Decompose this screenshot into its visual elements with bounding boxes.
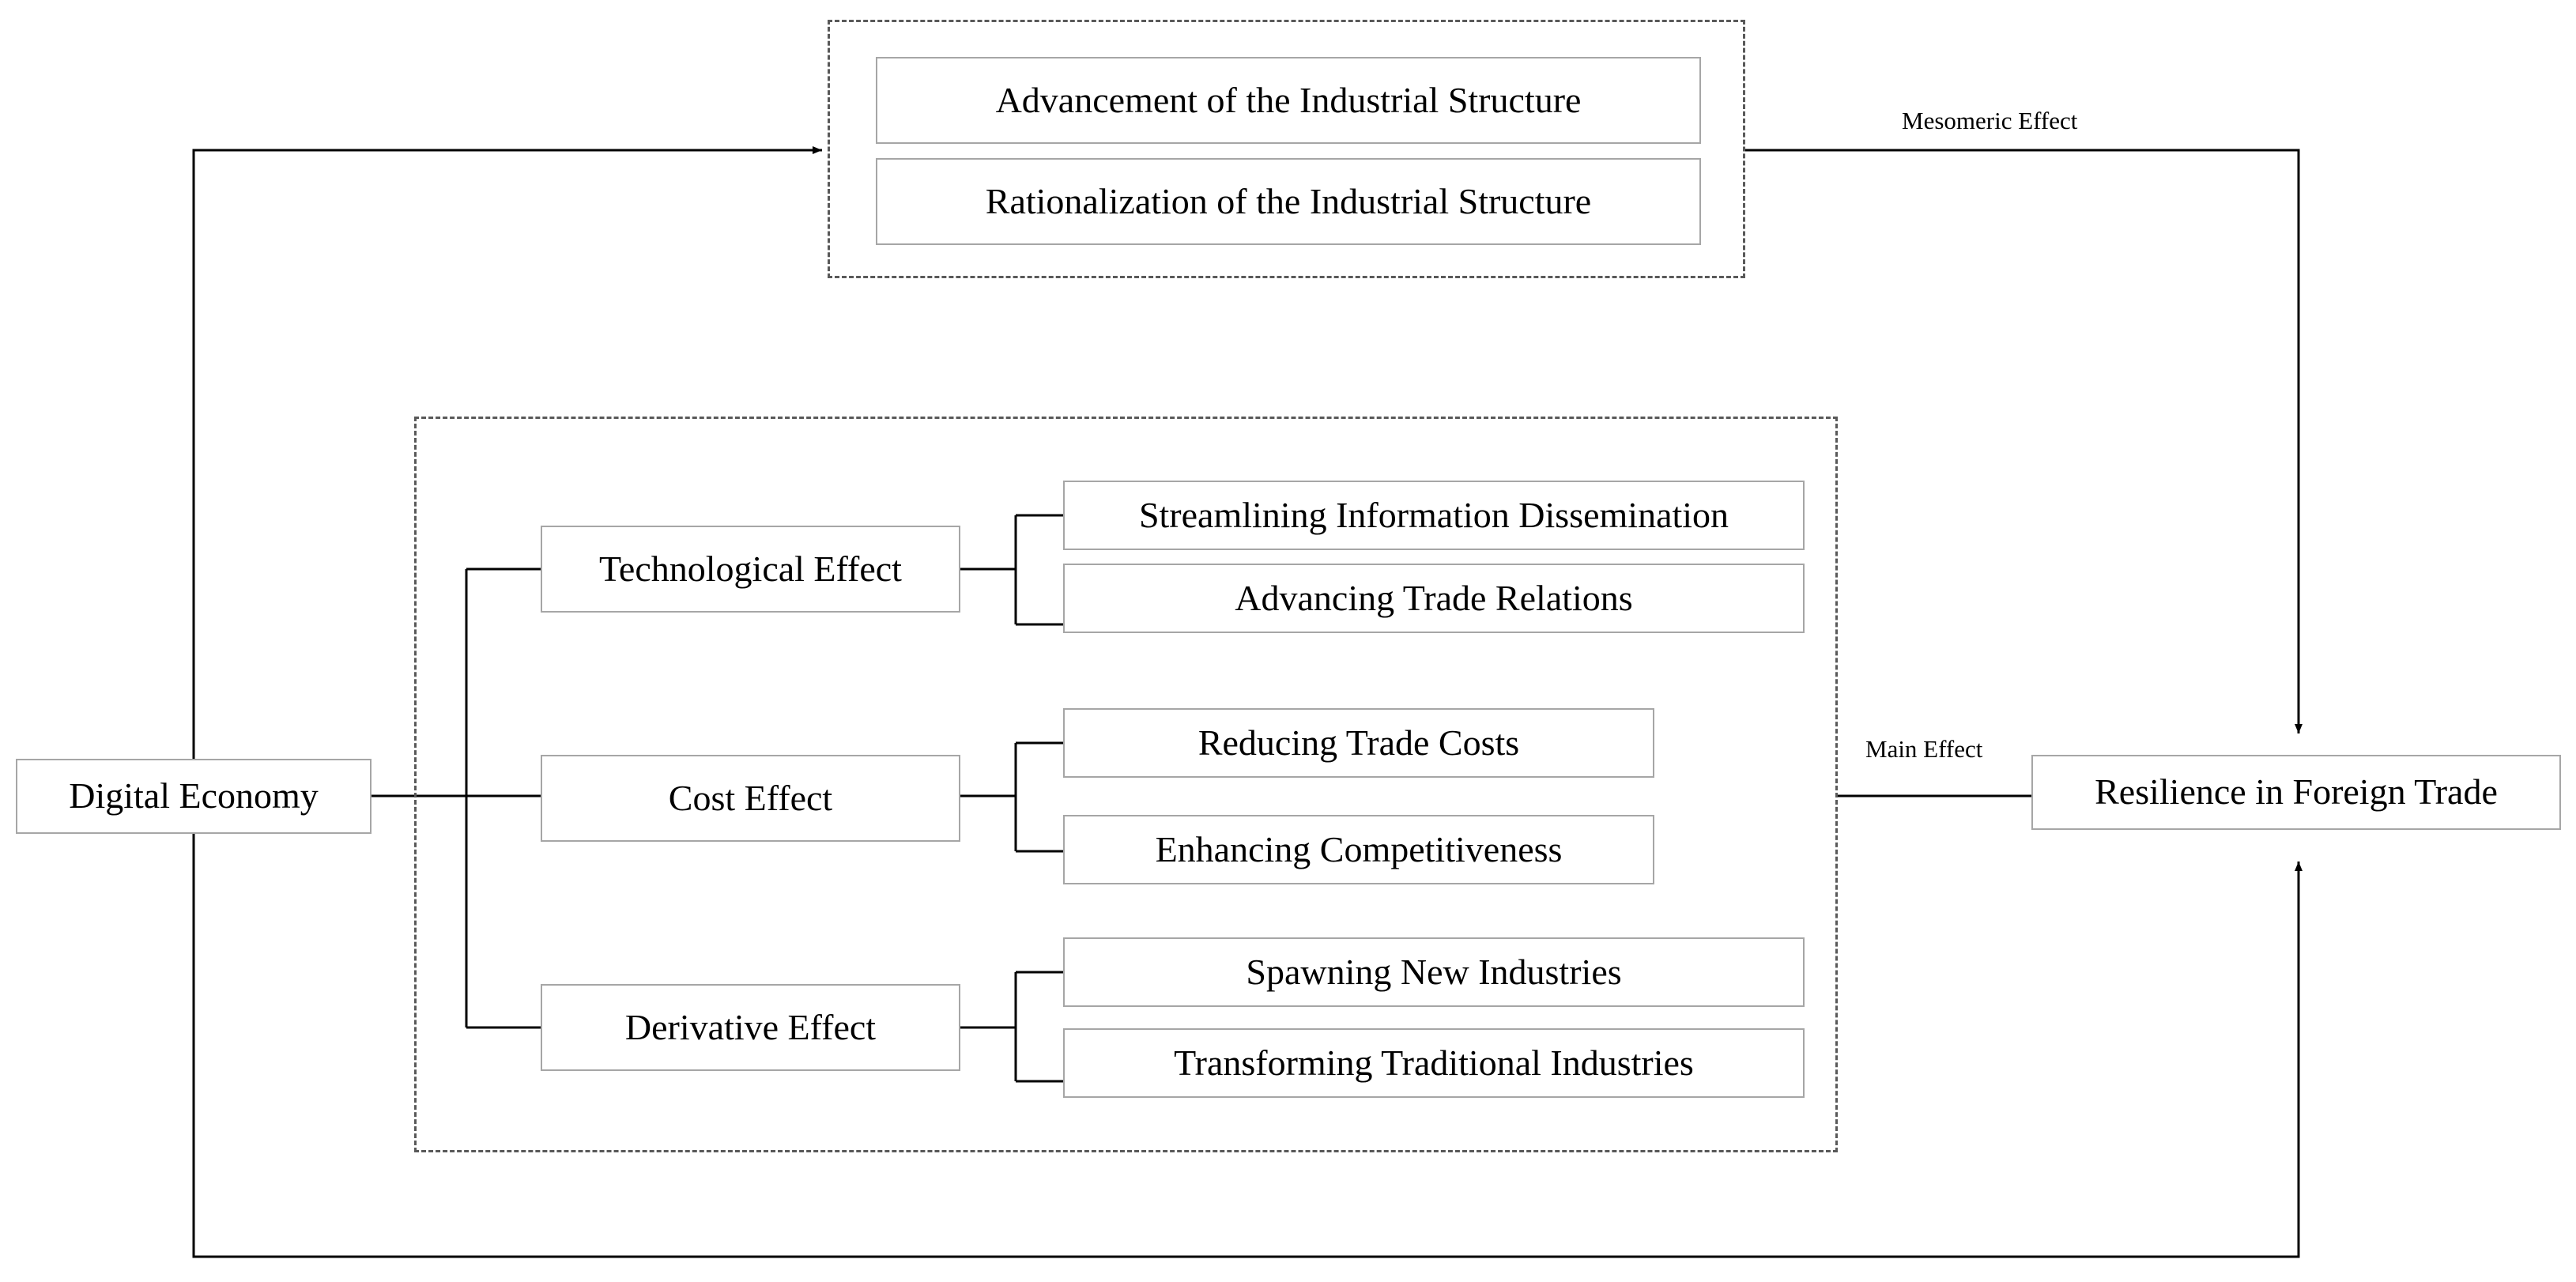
node-technological-effect-label: Technological Effect <box>599 548 902 589</box>
edge-label-mesomeric-effect-text: Mesomeric Effect <box>1902 107 2078 134</box>
bracket-derivative <box>960 971 1063 1083</box>
node-cost-effect-label: Cost Effect <box>668 777 833 818</box>
node-technological-effect[interactable]: Technological Effect <box>541 526 960 613</box>
node-resilience-in-foreign-trade-label: Resilience in Foreign Trade <box>2095 771 2498 813</box>
node-digital-economy-label: Digital Economy <box>69 775 319 816</box>
node-transforming-traditional-industries-label: Transforming Traditional Industries <box>1174 1042 1694 1083</box>
main-effect-group <box>414 417 1838 1152</box>
bracket-technological <box>960 514 1063 626</box>
node-enhancing-competitiveness-label: Enhancing Competitiveness <box>1155 828 1563 869</box>
edge-label-main-effect: Main Effect <box>1865 735 1982 764</box>
node-spawning-new-industries[interactable]: Spawning New Industries <box>1063 937 1805 1007</box>
node-rationalization-industrial-structure-label: Rationalization of the Industrial Struct… <box>985 180 1592 221</box>
node-streamlining-information-dissemination-label: Streamlining Information Dissemination <box>1138 494 1729 535</box>
node-streamlining-information-dissemination[interactable]: Streamlining Information Dissemination <box>1063 481 1805 550</box>
edge-mesomeric-to-outcome <box>1745 149 2303 733</box>
node-resilience-in-foreign-trade[interactable]: Resilience in Foreign Trade <box>2031 755 2561 830</box>
bracket-cost <box>960 741 1063 853</box>
edge-source-to-outcome-feedback <box>192 796 2303 1258</box>
node-advancement-industrial-structure-label: Advancement of the Industrial Structure <box>995 79 1582 120</box>
node-derivative-effect[interactable]: Derivative Effect <box>541 984 960 1071</box>
node-derivative-effect-label: Derivative Effect <box>624 1006 877 1047</box>
node-transforming-traditional-industries[interactable]: Transforming Traditional Industries <box>1063 1028 1805 1098</box>
node-digital-economy[interactable]: Digital Economy <box>16 759 372 834</box>
node-cost-effect[interactable]: Cost Effect <box>541 755 960 842</box>
node-advancing-trade-relations-label: Advancing Trade Relations <box>1235 577 1633 618</box>
edge-label-main-effect-text: Main Effect <box>1865 735 1983 763</box>
edge-label-mesomeric-effect: Mesomeric Effect <box>1902 107 2077 135</box>
node-reducing-trade-costs[interactable]: Reducing Trade Costs <box>1063 708 1654 778</box>
mesomeric-effect-group <box>828 20 1745 278</box>
node-reducing-trade-costs-label: Reducing Trade Costs <box>1197 722 1520 763</box>
node-spawning-new-industries-label: Spawning New Industries <box>1246 951 1622 992</box>
edge-source-to-mesomeric <box>192 146 822 794</box>
node-advancing-trade-relations[interactable]: Advancing Trade Relations <box>1063 564 1805 633</box>
node-advancement-industrial-structure[interactable]: Advancement of the Industrial Structure <box>876 57 1701 144</box>
node-enhancing-competitiveness[interactable]: Enhancing Competitiveness <box>1063 815 1654 884</box>
node-rationalization-industrial-structure[interactable]: Rationalization of the Industrial Struct… <box>876 158 1701 245</box>
